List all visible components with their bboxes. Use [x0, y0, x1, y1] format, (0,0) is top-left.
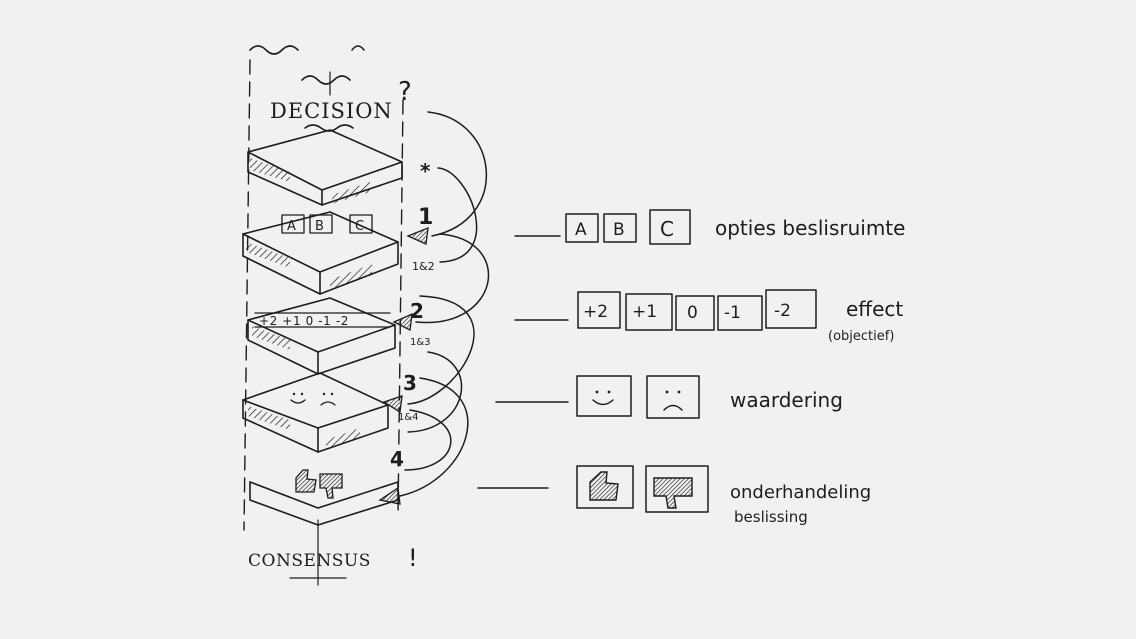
legend-row-options: A B C opties beslisruimte: [514, 209, 905, 245]
decision-question-mark: ?: [398, 77, 412, 107]
step-marker-star: *: [420, 159, 431, 183]
loop-arrows: [399, 111, 490, 497]
legend-row-appreciation: waardering: [495, 375, 843, 419]
legend-effect-plus2: +2: [583, 302, 608, 322]
side-note-1: 1&2: [412, 260, 435, 273]
layer-option-c: C: [355, 219, 364, 234]
layer-thumbs-down-icon: [319, 473, 343, 499]
step-marker-2: 2: [410, 299, 424, 323]
side-note-2: 1&3: [410, 337, 431, 348]
layer-effect-scale: +2 +1 0 -1 -2: [259, 314, 349, 328]
legend-appreciation-label: waardering: [730, 388, 843, 412]
step-markers: * 1 2 3 4 1&2 1&3 1&4: [390, 159, 435, 471]
legend-options-label: opties beslisruimte: [715, 216, 905, 240]
legend-effect-sublabel: (objectief): [828, 329, 894, 344]
consensus-exclamation: !: [408, 544, 418, 572]
layer-option-a: A: [287, 219, 296, 234]
legend-negotiation-label: onderhandeling: [730, 482, 871, 503]
layer-option-b: B: [315, 219, 324, 234]
legend-option-b: B: [613, 220, 625, 240]
layer-sad-icon: [320, 392, 336, 406]
consensus-label: CONSENSUS: [248, 551, 371, 571]
layer-decision: [247, 129, 403, 206]
legend-sad-box: [646, 375, 700, 419]
legend-thumbs-down-box: [645, 465, 709, 513]
legend-row-negotiation: onderhandeling beslissing: [477, 465, 871, 526]
legend-smiley-sad-icon: [663, 390, 683, 411]
legend-thumbs-up-icon: [589, 471, 619, 501]
step-marker-1: 1: [418, 205, 433, 230]
side-note-3: 1&4: [398, 412, 419, 423]
decision-label: DECISION: [270, 99, 393, 123]
layer-options: A B C: [242, 211, 399, 295]
step-marker-3: 3: [403, 371, 417, 395]
legend-effect-plus1: +1: [632, 302, 657, 322]
guide-left: [243, 59, 251, 531]
layer-effect: +2 +1 0 -1 -2: [247, 297, 396, 375]
legend-happy-box: [576, 375, 632, 417]
top-squiggles: [249, 45, 365, 132]
layer-happy-icon: [290, 392, 306, 404]
legend-option-c: C: [660, 217, 674, 241]
legend-smiley-happy-icon: [592, 390, 614, 406]
legend-row-effect: +2 +1 0 -1 -2 effect (objectief): [514, 289, 903, 344]
arrow-heads: [378, 226, 429, 505]
legend-thumbs-up-box: [576, 465, 634, 509]
layer-negotiation: [249, 469, 399, 526]
legend-effect-zero: 0: [687, 303, 698, 323]
legend-option-a: A: [575, 220, 587, 240]
layer-option-box-c: [349, 214, 373, 234]
legend-thumbs-down-icon: [653, 477, 693, 509]
legend-negotiation-sublabel: beslissing: [734, 508, 808, 526]
layer-appreciation: [242, 372, 389, 453]
step-marker-4: 4: [390, 447, 404, 471]
layer-option-box-a: [281, 214, 305, 234]
layer-option-box-b: [309, 214, 333, 234]
legend-effect-minus1: -1: [724, 303, 741, 323]
legend-effect-label: effect: [846, 297, 903, 321]
legend-effect-minus2: -2: [774, 301, 791, 321]
layer-thumbs-up-icon: [295, 469, 317, 493]
